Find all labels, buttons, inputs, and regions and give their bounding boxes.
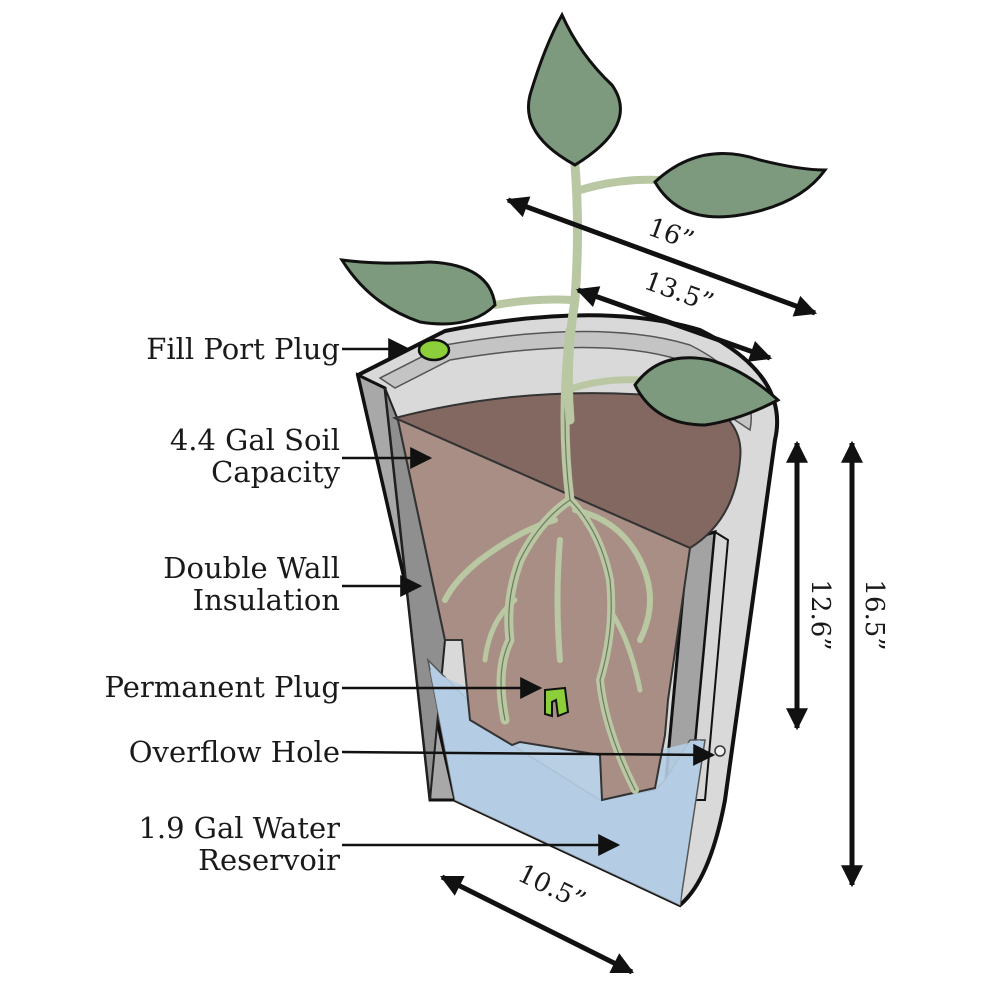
- dim-arrow-10-5: [440, 874, 634, 975]
- dim-arrow-13-5: [575, 286, 773, 362]
- dim-label-16-5: 16.5”: [859, 579, 889, 650]
- soil-cross-section: [394, 417, 692, 802]
- label-water-line2: Reservoir: [198, 843, 340, 877]
- leader-overflow: [341, 743, 716, 766]
- branch-left: [491, 295, 576, 309]
- right-wall-edge: [688, 530, 730, 801]
- dim-label-16: 16”: [644, 212, 698, 256]
- dim-label-12-6: 12.6”: [805, 579, 835, 650]
- labels: Fill Port Plug 4.4 Gal Soil Capacity Dou…: [105, 332, 341, 877]
- label-permanent-plug: Permanent Plug: [105, 670, 340, 704]
- dimension-arrows: [440, 196, 863, 975]
- leader-arrows: [341, 338, 716, 856]
- roots-outline: [500, 329, 636, 791]
- dim-label-10-5: 10.5”: [513, 859, 590, 917]
- overflow-hole: [714, 745, 726, 757]
- fill-port-plug: [417, 338, 451, 362]
- branch-lower: [564, 376, 644, 394]
- label-soil-line1: 4.4 Gal Soil: [170, 423, 340, 457]
- leaf-right: [653, 152, 828, 219]
- label-overflow-hole: Overflow Hole: [129, 735, 340, 769]
- leaf-left: [339, 258, 497, 326]
- branch-right: [576, 175, 664, 194]
- label-soil-line2: Capacity: [211, 455, 341, 489]
- label-wall-line1: Double Wall: [163, 551, 340, 585]
- permanent-plug: [544, 686, 570, 718]
- label-water-line1: 1.9 Gal Water: [138, 811, 340, 845]
- label-fill-port-plug: Fill Port Plug: [146, 332, 340, 366]
- label-wall-line2: Insulation: [193, 583, 340, 617]
- leaf-top: [527, 11, 622, 167]
